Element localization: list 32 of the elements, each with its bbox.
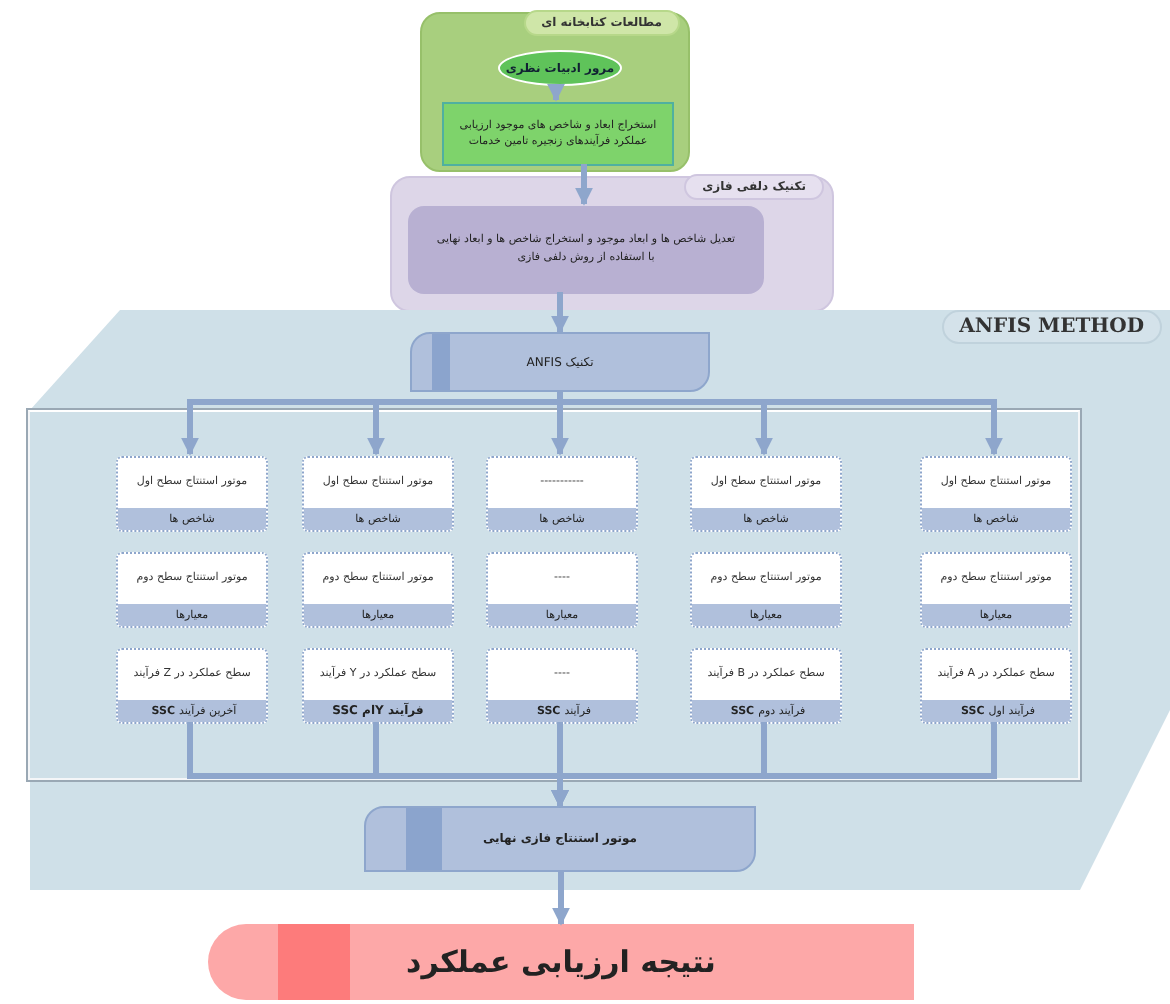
arrow: [551, 292, 569, 334]
process-box: [364, 806, 756, 872]
frame-box: [28, 410, 1080, 780]
process-box: [920, 552, 1072, 628]
process-box: [302, 648, 454, 724]
arrow: [552, 872, 570, 926]
group-panel: [390, 176, 834, 312]
process-box: [690, 456, 842, 532]
process-box: [116, 552, 268, 628]
process-box: [410, 332, 710, 392]
process-box: [116, 456, 268, 532]
arrow: [575, 164, 593, 206]
result-box: [208, 924, 914, 1000]
process-box: [302, 456, 454, 532]
process-box: [920, 648, 1072, 724]
process-box: [442, 102, 674, 166]
process-box: [302, 552, 454, 628]
process-box: [116, 648, 268, 724]
node-text: نتیجه ارزیابی عملکرد: [406, 944, 716, 980]
process-box: [920, 456, 1072, 532]
process-box: [408, 206, 764, 294]
process-box: [690, 552, 842, 628]
heading-tab: ANFIS METHOD: [941, 310, 1162, 344]
process-box: [690, 648, 842, 724]
process-box: [486, 648, 638, 724]
oval-node: [498, 50, 622, 86]
method-panel: [30, 310, 1170, 890]
process-box: [486, 552, 638, 628]
arrow: [187, 722, 569, 808]
process-box: [486, 456, 638, 532]
group-panel: [420, 12, 690, 172]
arrow: [547, 83, 565, 102]
